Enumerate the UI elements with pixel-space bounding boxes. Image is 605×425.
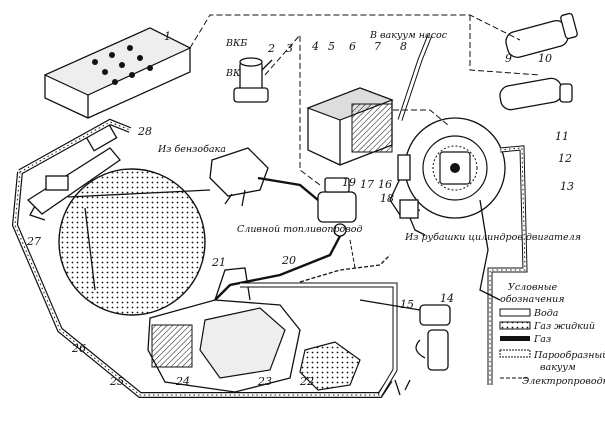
callout-5: 5 (328, 40, 335, 53)
legend-title-1: Условные (508, 282, 557, 293)
callout-25: 25 (109, 375, 124, 388)
label-drain-line-1: Сливной топливопровод (237, 224, 363, 235)
callout-9: 9 (505, 52, 512, 65)
legend-wiring: Электропроводка (522, 376, 605, 387)
callout-27: 27 (26, 235, 41, 248)
label-fuel-tank: Из бензобака (157, 144, 226, 155)
label-vacuum-pump: В вакуум насос (369, 30, 448, 41)
callout-23: 23 (257, 375, 272, 388)
callout-28: 28 (137, 125, 152, 138)
callout-21: 21 (211, 256, 226, 269)
gas-filter (317, 177, 357, 237)
callout-18: 18 (380, 192, 394, 205)
callout-3: 3 (286, 42, 293, 55)
callout-numbers: 1 2 3 4 5 6 7 8 9 10 11 12 13 14 15 16 1… (26, 30, 574, 388)
callout-26: 26 (71, 342, 86, 355)
legend-water-swatch (499, 308, 531, 317)
callout-22: 22 (299, 375, 314, 388)
legend-gas-swatch (500, 336, 530, 341)
callout-8: 8 (400, 40, 407, 53)
legend-vacuum: вакуум (540, 362, 576, 373)
fuel-pump (209, 147, 269, 207)
battery-box (43, 27, 192, 119)
accumulator (306, 87, 394, 166)
legend: Условные обозначения Вода Газ жидкий Газ… (499, 282, 605, 387)
legend-liquid-gas-swatch (499, 321, 531, 330)
callout-16: 16 (378, 178, 392, 191)
callout-7: 7 (374, 40, 381, 53)
gas-mixer (299, 341, 361, 391)
label-vk: ВК (225, 68, 241, 79)
heater-unit (415, 304, 451, 371)
solenoid-valve (397, 154, 426, 236)
evaporator-reducer (389, 117, 506, 219)
engine-manifold (147, 267, 301, 393)
callout-2: 2 (267, 42, 275, 55)
callout-20: 20 (281, 254, 296, 267)
gas-cylinder (58, 168, 211, 316)
callout-14: 14 (440, 292, 454, 305)
legend-title-2: обозначения (500, 294, 565, 305)
diagram-labels: Из бензобака В вакуум насос Сливной топл… (157, 30, 581, 243)
callout-10: 10 (538, 52, 552, 65)
pipelines (214, 34, 528, 397)
label-vkb: ВКБ (225, 38, 247, 49)
callout-12: 12 (558, 152, 572, 165)
callout-24: 24 (175, 375, 190, 388)
callout-19: 19 (342, 176, 356, 189)
callout-4: 4 (311, 40, 319, 53)
heater-coil (499, 12, 578, 111)
legend-vapor: Парообразный (533, 350, 605, 361)
callout-13: 13 (560, 180, 574, 193)
callout-6: 6 (349, 40, 356, 53)
legend-water: Вода (533, 308, 559, 319)
callout-17: 17 (360, 178, 374, 191)
legend-gas: Газ (533, 334, 551, 345)
callout-1: 1 (164, 30, 171, 43)
legend-liquid-gas: Газ жидкий (533, 321, 595, 332)
callout-15: 15 (400, 298, 414, 311)
cylinder-valves (26, 121, 121, 221)
legend-vapor-swatch (499, 349, 531, 358)
callout-11: 11 (555, 130, 569, 143)
electrical-wiring (189, 14, 541, 269)
label-cylinder-jacket: Из рубашки цилиндров двигателя (404, 232, 581, 243)
ignition-coil (233, 57, 273, 103)
